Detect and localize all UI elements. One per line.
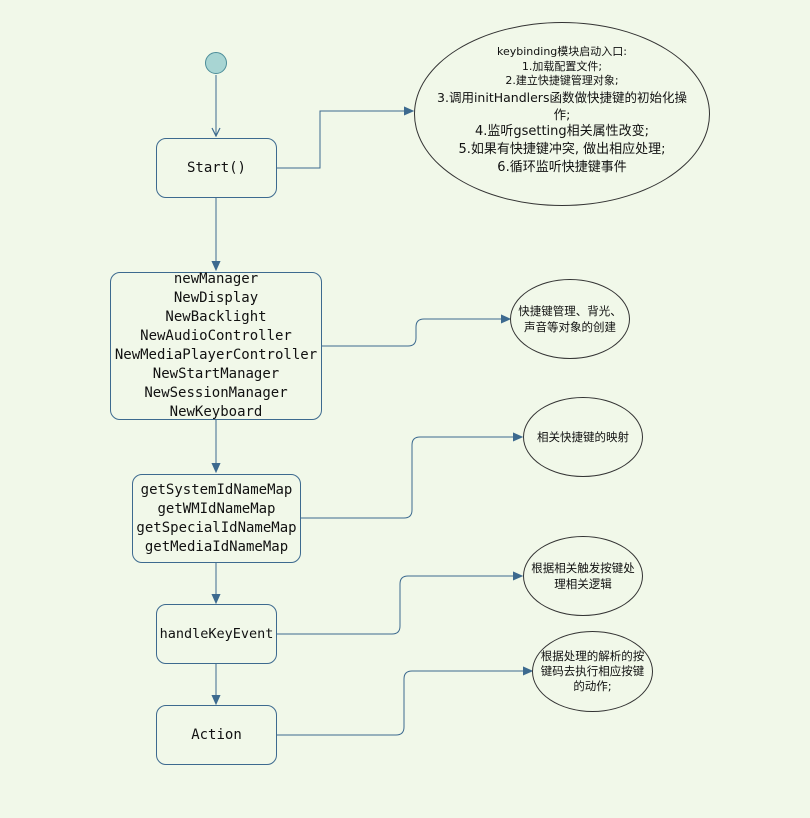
note-action-ellipse: 根据处理的解析的按 键码去执行相应按键 的动作; [532,631,653,712]
note-objects-line: 快捷键管理、背光、 [518,304,622,318]
note-edge-start [277,111,413,169]
managers-node[interactable]: newManager NewDisplay NewBacklight NewAu… [110,271,322,420]
note-mapping-line: 相关快捷键的映射 [537,430,629,444]
action-label: Action [191,727,242,743]
note-handle-ellipse: 根据相关触发按键处 理相关逻辑 [523,536,643,616]
managers-line: NewStartManager [152,366,280,382]
note-edge-handle [277,576,522,635]
note-entry-line: 6.循环监听快捷键事件 [497,159,627,175]
managers-line: NewKeyboard [169,404,263,420]
note-entry-ellipse: keybinding模块启动入口: 1.加载配置文件; 2.建立快捷键管理对象;… [414,22,710,206]
managers-line: NewBacklight [165,309,267,325]
maps-line: getMediaIdNameMap [144,538,289,555]
note-edge-maps [301,437,522,519]
note-handle-line: 理相关逻辑 [554,577,612,591]
maps-line: getWMIdNameMap [157,500,276,517]
note-entry-line: 作; [553,106,571,122]
note-entry-line: 2.建立快捷键管理对象; [505,74,619,88]
managers-line: newManager [173,271,259,287]
note-objects-ellipse: 快捷键管理、背光、 声音等对象的创建 [510,279,630,359]
note-edge-action [277,671,532,736]
note-entry-line: 3.调用initHandlers函数做快捷键的初始化操 [437,89,687,105]
note-entry-line: 4.监听gsetting相关属性改变; [474,123,650,139]
start-node[interactable]: Start() [156,138,277,198]
note-action-line: 根据处理的解析的按 [540,649,645,663]
note-entry-line: keybinding模块启动入口: [497,45,627,59]
managers-line: NewDisplay [173,290,259,306]
note-mapping-ellipse: 相关快捷键的映射 [523,397,643,477]
handle-key-event-node[interactable]: handleKeyEvent [156,604,277,664]
managers-line: NewAudioController [140,328,292,344]
note-action-line: 的动作; [573,679,612,693]
action-node[interactable]: Action [156,705,277,765]
maps-node[interactable]: getSystemIdNameMap getWMIdNameMap getSpe… [132,474,301,563]
maps-line: getSystemIdNameMap [140,481,293,498]
note-action-line: 键码去执行相应按键 [540,664,645,678]
note-objects-line: 声音等对象的创建 [524,320,616,334]
managers-line: NewMediaPlayerController [114,347,318,363]
note-entry-line: 1.加载配置文件; [521,59,603,73]
start-node-label: Start() [186,160,246,176]
note-edge-managers [322,319,510,347]
maps-line: getSpecialIdNameMap [136,519,297,536]
handle-key-event-label: handleKeyEvent [159,626,274,642]
managers-line: NewSessionManager [144,385,288,401]
initial-state-circle [205,52,227,74]
note-handle-line: 根据相关触发按键处 [531,561,635,575]
note-entry-line: 5.如果有快捷键冲突, 做出相应处理; [458,141,666,157]
